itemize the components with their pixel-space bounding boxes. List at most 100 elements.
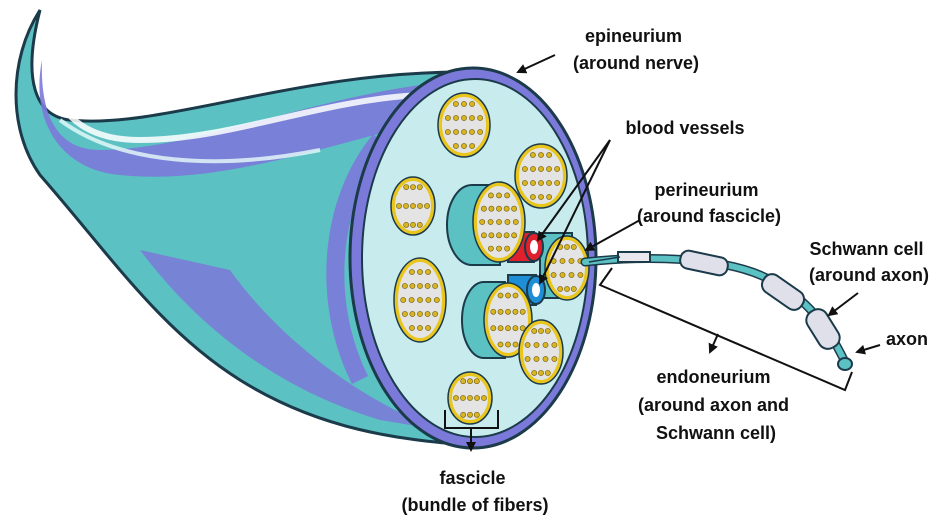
fascicle — [519, 320, 563, 384]
nerve-fiber-dot — [520, 309, 525, 314]
nerve-fiber-dot — [426, 297, 431, 302]
nerve-fiber-dot — [433, 283, 438, 288]
axon-end — [838, 358, 852, 370]
nerve-fiber-dot — [401, 297, 406, 302]
nerve-fiber-dot — [505, 326, 510, 331]
nerve-fiber-dot — [513, 219, 518, 224]
nerve-fiber-dot — [433, 311, 438, 316]
nerve-fiber-dot — [461, 129, 466, 134]
nerve-fiber-dot — [496, 233, 501, 238]
nerve-fiber-dot — [402, 311, 407, 316]
nerve-fiber-dot — [498, 342, 503, 347]
nerve-fiber-dot — [417, 297, 422, 302]
nerve-fiber-dot — [538, 370, 543, 375]
nerve-fiber-dot — [555, 180, 560, 185]
nerve-fiber-dot — [491, 309, 496, 314]
nerve-fiber-dot — [461, 379, 466, 384]
nerve-fiber-dot — [488, 219, 493, 224]
nerve-fiber-dot — [530, 194, 535, 199]
nerve-fiber-dot — [569, 258, 574, 263]
nerve-fiber-dot — [538, 152, 543, 157]
nerve-fiber-dot — [558, 286, 563, 291]
label-fascicle: fascicle (bundle of fibers) — [402, 468, 549, 515]
nerve-fiber-dot — [426, 325, 431, 330]
nerve-fiber-dot — [560, 272, 565, 277]
nerve-fiber-dot — [474, 379, 479, 384]
nerve-fiber-dot — [424, 203, 429, 208]
epineurium-arrow — [518, 55, 555, 72]
nerve-fiber-dot — [543, 342, 548, 347]
nerve-fiber-dot — [404, 222, 409, 227]
nerve-fiber-dot — [560, 258, 565, 263]
nerve-fiber-dot — [530, 180, 535, 185]
nerve-fiber-dot — [410, 311, 415, 316]
nerve-fiber-dot — [481, 206, 486, 211]
nerve-fiber-dot — [461, 412, 466, 417]
nerve-fiber-dot — [511, 206, 516, 211]
fascicle — [545, 236, 589, 300]
nerve-fiber-dot — [538, 328, 543, 333]
nerve-fiber-dot — [488, 193, 493, 198]
nerve-fiber-dot — [505, 246, 510, 251]
nerve-fiber-dot — [481, 395, 486, 400]
nerve-fiber-dot — [547, 194, 552, 199]
nerve-fiber-dot — [445, 115, 450, 120]
nerve-fiber-dot — [498, 326, 503, 331]
nerve-fiber-dot — [505, 219, 510, 224]
nerve-fiber-dot — [522, 166, 527, 171]
fascicle — [391, 177, 435, 235]
fascicle — [448, 372, 492, 424]
label-blood-vessels: blood vessels — [625, 118, 744, 138]
nerve-fiber-dot — [555, 166, 560, 171]
nerve-fiber-dot — [538, 166, 543, 171]
nerve-fiber-dot — [511, 233, 516, 238]
nerve-fiber-dot — [505, 309, 510, 314]
nerve-fiber-dot — [410, 222, 415, 227]
nerve-fiber-dot — [496, 206, 501, 211]
nerve-fiber-dot — [525, 356, 530, 361]
nerve-fiber-dot — [467, 395, 472, 400]
nerve-fiber-dot — [453, 129, 458, 134]
nerve-fiber-dot — [425, 283, 430, 288]
nerve-fiber-dot — [467, 379, 472, 384]
nerve-fiber-dot — [546, 166, 551, 171]
nerve-fiber-dot — [434, 297, 439, 302]
nerve-fiber-dot — [403, 203, 408, 208]
nerve-fiber-dot — [470, 101, 475, 106]
nerve-fiber-dot — [496, 193, 501, 198]
nerve-fiber-dot — [571, 286, 576, 291]
nerve-fiber-dot — [547, 152, 552, 157]
schwann-cell-arrow — [829, 293, 858, 315]
nerve-fiber-dot — [504, 233, 509, 238]
nerve-fiber-dot — [404, 185, 409, 190]
nerve-fiber-dot — [552, 342, 557, 347]
nerve-fiber-dot — [410, 203, 415, 208]
nerve-fiber-dot — [530, 166, 535, 171]
nerve-fiber-dot — [525, 342, 530, 347]
nerve-fiber-dot — [453, 143, 458, 148]
nerve-fiber-dot — [551, 272, 556, 277]
axon-arrow — [857, 345, 880, 352]
nerve-fiber-dot — [409, 269, 414, 274]
nerve-fiber-dot — [505, 293, 510, 298]
nerve-fiber-dot — [417, 325, 422, 330]
nerve-fiber-dot — [445, 129, 450, 134]
nerve-fiber-dot — [505, 342, 510, 347]
label-perineurium: perineurium (around fascicle) — [637, 180, 781, 226]
nerve-fiber-dot — [496, 219, 501, 224]
nerve-fiber-dot — [396, 203, 401, 208]
nerve-fiber-dot — [532, 370, 537, 375]
nerve-fiber-dot — [498, 309, 503, 314]
nerve-fiber-dot — [470, 143, 475, 148]
label-endoneurium: endoneurium (around axon and Schwann cel… — [638, 367, 794, 443]
nerve-fiber-dot — [461, 101, 466, 106]
nerve-fiber-dot — [478, 115, 483, 120]
nerve-fiber-dot — [474, 395, 479, 400]
schwann-cell — [618, 252, 650, 262]
nerve-fiber-dot — [513, 293, 518, 298]
nerve-fiber-dot — [578, 272, 583, 277]
nerve-fiber-dot — [538, 194, 543, 199]
nerve-fiber-dot — [543, 356, 548, 361]
fascicle — [438, 93, 490, 157]
fascicle — [394, 258, 446, 342]
